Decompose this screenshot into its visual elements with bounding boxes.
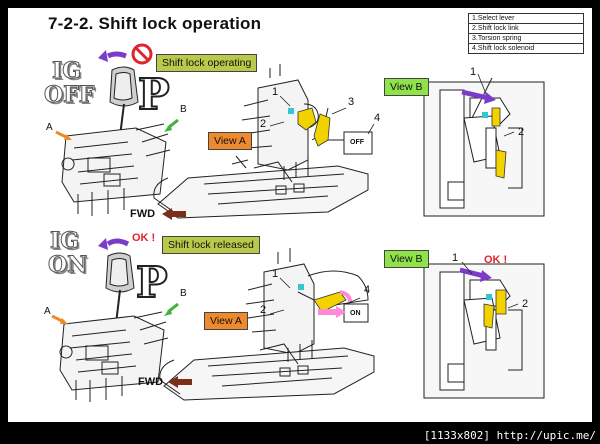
solenoid-state-top: OFF bbox=[350, 139, 364, 146]
fwd-label-bottom: FWD bbox=[138, 376, 164, 388]
state-label-top: OFF bbox=[43, 82, 95, 109]
part-number-1-bottom: 1 bbox=[272, 268, 279, 280]
state-label-bottom: ON bbox=[47, 252, 88, 279]
fwd-label-top: FWD bbox=[130, 208, 156, 220]
legend-item: 2.Shift lock link bbox=[469, 24, 583, 34]
ig-label-top: IG bbox=[51, 58, 82, 85]
shift-lever-bottom bbox=[59, 252, 169, 402]
parts-legend: 1.Select lever 2.Shift lock link 3.Torsi… bbox=[468, 13, 584, 54]
status-label-top: Shift lock operating bbox=[156, 54, 258, 72]
part-number-1-top: 1 bbox=[272, 86, 279, 98]
ok-label-view-b: OK ! bbox=[484, 254, 508, 266]
highlight-parts bbox=[297, 107, 507, 329]
view-b-label-bottom: View B bbox=[384, 250, 429, 268]
view-b-number-2-top: 2 bbox=[518, 126, 525, 138]
status-label-bottom: Shift lock released bbox=[162, 236, 260, 254]
part-number-2-top: 2 bbox=[260, 118, 267, 130]
view-b-mechanism-top bbox=[423, 77, 545, 217]
view-a-label-top: View A bbox=[208, 132, 252, 150]
ok-label-lever: OK ! bbox=[132, 232, 156, 244]
part-number-4-bottom: 4 bbox=[364, 284, 371, 296]
view-a-label-bottom: View A bbox=[204, 312, 248, 330]
view-b-number-2-bottom: 2 bbox=[522, 298, 529, 310]
image-caption: [1133x802] http://upic.me/ bbox=[419, 428, 600, 444]
legend-item: 4.Shift lock solenoid bbox=[472, 45, 535, 52]
legend-item: 3.Torsion spring bbox=[469, 34, 583, 44]
label-a-top: A bbox=[46, 122, 53, 133]
view-a-mechanism-bottom bbox=[159, 248, 375, 401]
slide-panel: 7-2-2. Shift lock operation 1.Select lev… bbox=[8, 8, 592, 422]
legend-item: 1.Select lever bbox=[469, 14, 583, 24]
view-b-number-1-top: 1 bbox=[470, 66, 477, 78]
solenoid-state-bottom: ON bbox=[350, 310, 361, 317]
view-b-number-1-bottom: 1 bbox=[452, 252, 459, 264]
motion-arrows bbox=[51, 43, 519, 388]
view-b-mechanism-bottom bbox=[423, 263, 545, 399]
view-b-label-top: View B bbox=[384, 78, 429, 96]
label-b-bottom: B bbox=[180, 288, 187, 299]
label-a-bottom: A bbox=[44, 306, 51, 317]
label-b-top: B bbox=[180, 104, 187, 115]
gear-p-bottom: P bbox=[135, 258, 169, 307]
gear-p-top: P bbox=[137, 70, 171, 119]
view-a-mechanism-top bbox=[153, 64, 373, 219]
page-title: 7-2-2. Shift lock operation bbox=[48, 14, 262, 33]
part-number-3-top: 3 bbox=[348, 96, 355, 108]
teal-parts bbox=[288, 108, 492, 300]
part-number-2-bottom: 2 bbox=[260, 304, 267, 316]
part-number-4-top: 4 bbox=[374, 112, 381, 124]
mechanism-drawings bbox=[51, 43, 545, 402]
shift-lever-top bbox=[61, 66, 171, 216]
ig-label-bottom: IG bbox=[49, 228, 80, 255]
